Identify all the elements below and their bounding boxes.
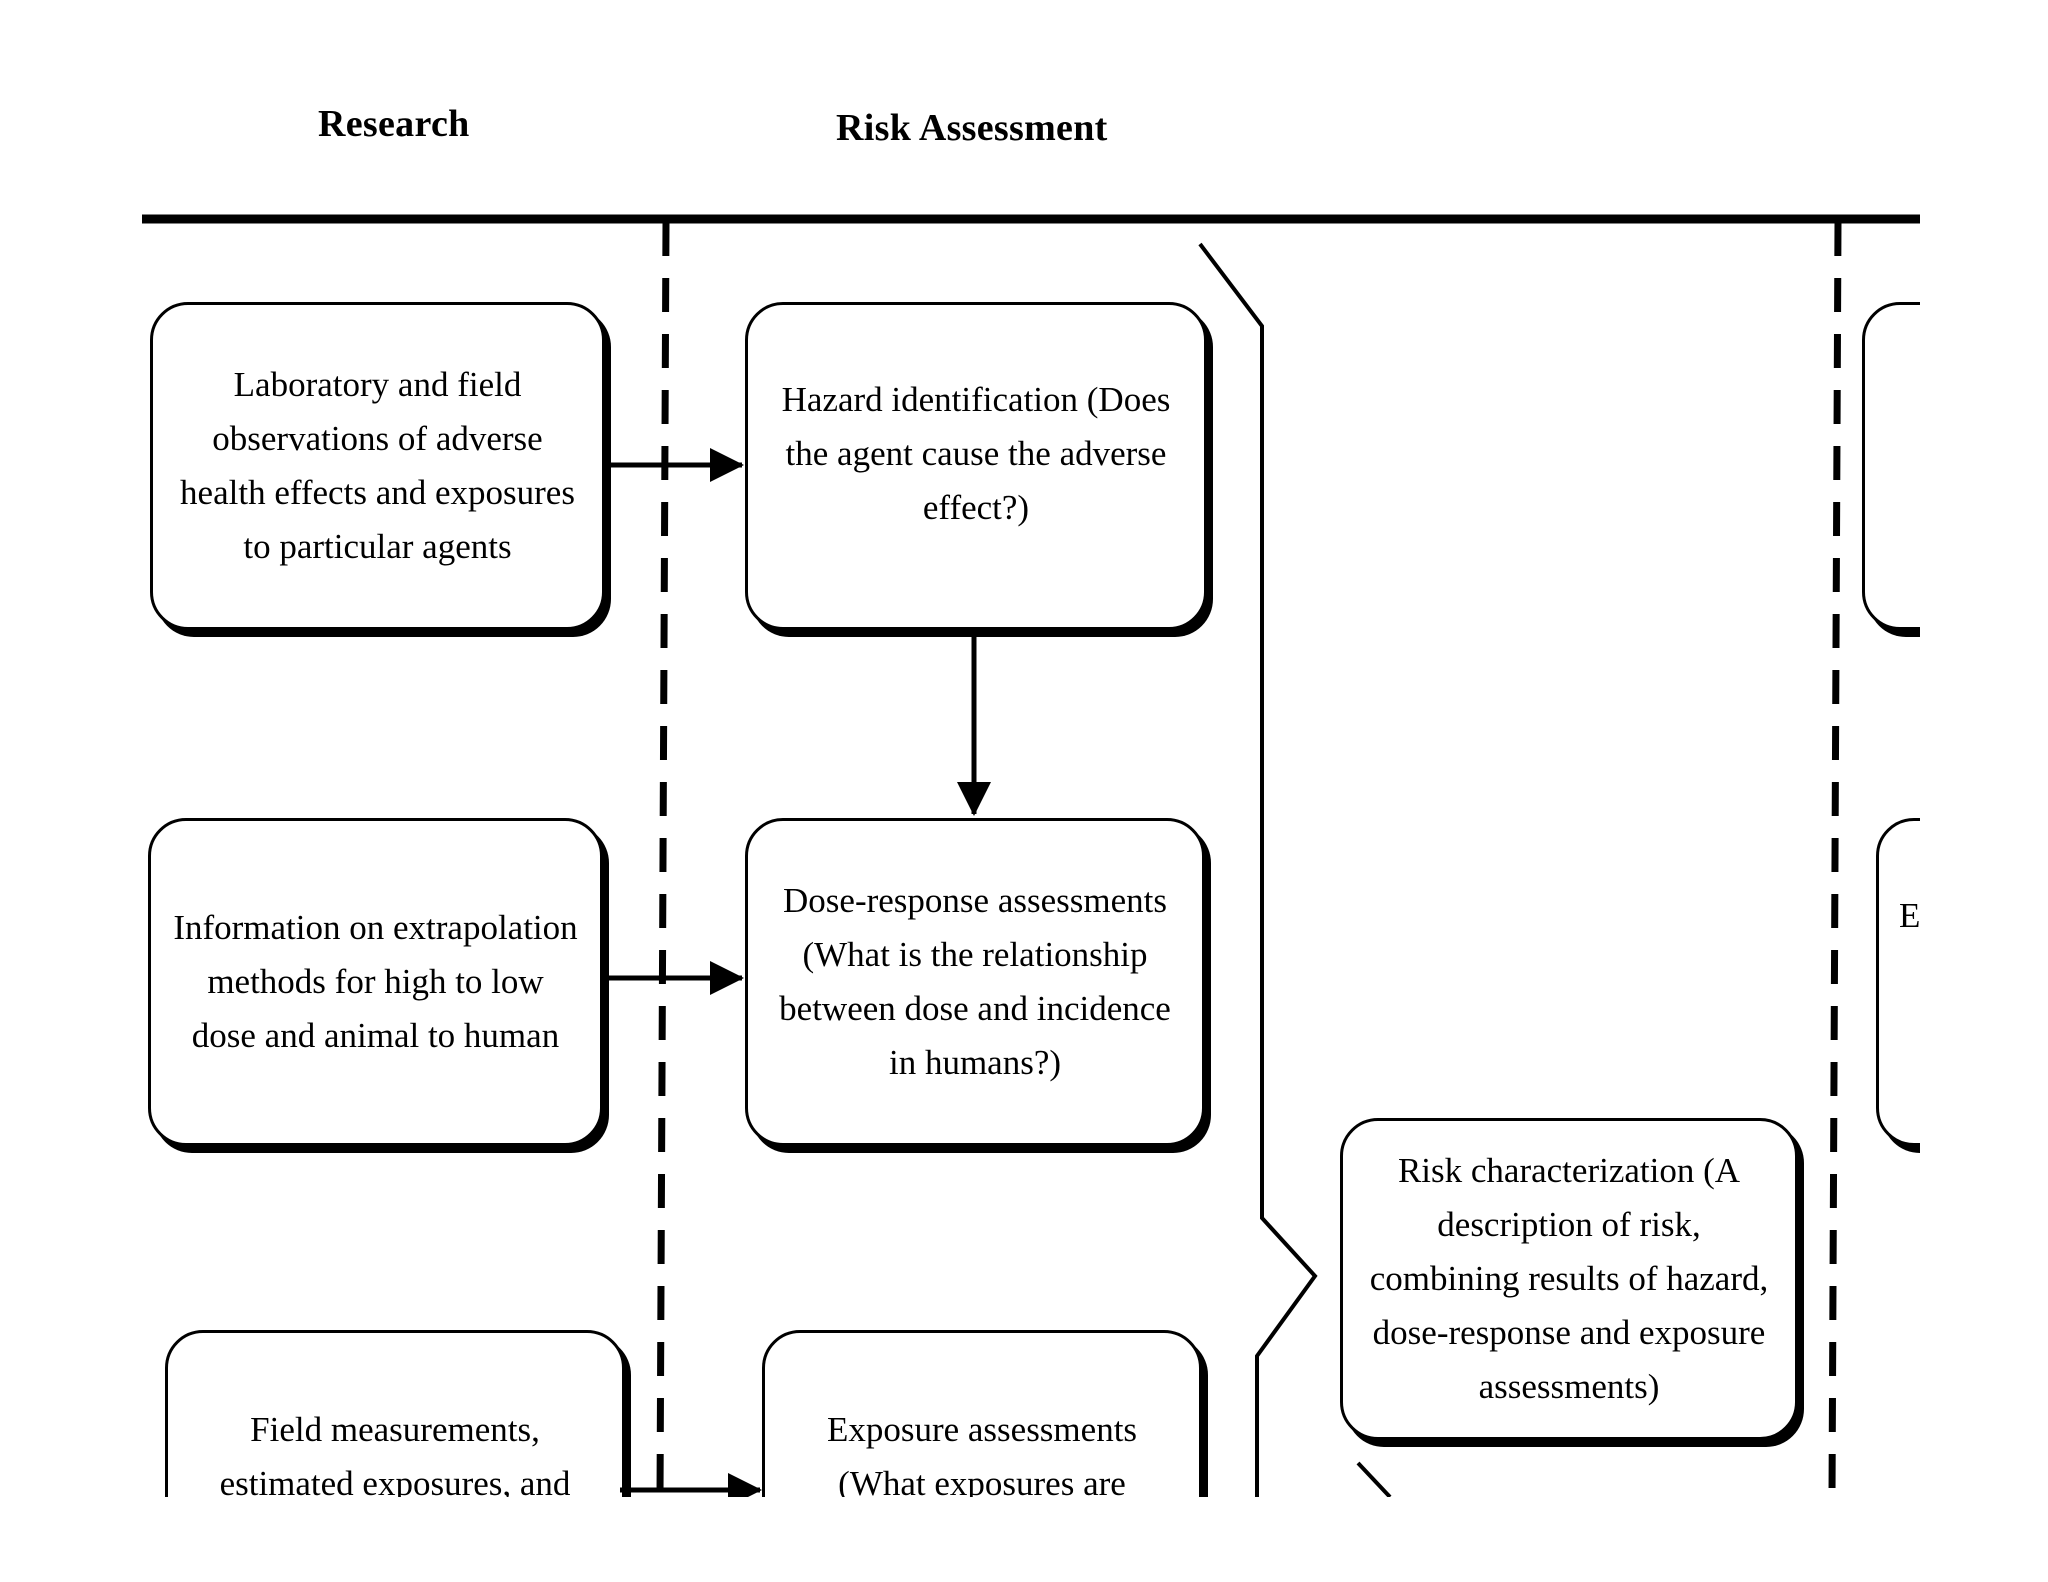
extrapolation-info-box: Information on extrapolation methods for… (148, 818, 603, 1146)
cut-off-box-text: E (1899, 896, 1921, 935)
hazard-identification-box: Hazard identification (Does the agent ca… (745, 302, 1207, 630)
bottom-crop-mask (0, 1497, 2048, 1582)
right-crop-mask (1920, 0, 2048, 1582)
risk-characterization-text: Risk characterization (A description of … (1369, 1151, 1769, 1406)
research-column-header: Research (318, 103, 470, 145)
lab-observations-text: Laboratory and field observations of adv… (180, 365, 575, 566)
assessment-management-dashed-separator (1828, 221, 1842, 1498)
extrapolation-info-text: Information on extrapolation methods for… (173, 908, 578, 1055)
dose-response-text: Dose-response assessments (What is the r… (779, 881, 1171, 1082)
dose-response-box: Dose-response assessments (What is the r… (745, 818, 1205, 1146)
field-measurements-text: Field measurements, estimated exposures,… (219, 1410, 571, 1503)
assessment-bracket (1198, 242, 1318, 1497)
risk-assessment-column-header: Risk Assessment (836, 107, 1108, 149)
research-assessment-dashed-separator (656, 221, 670, 1498)
hazard-identification-text: Hazard identification (Does the agent ca… (781, 380, 1171, 527)
risk-characterization-box: Risk characterization (A description of … (1340, 1118, 1798, 1440)
exposure-assessment-text: Exposure assessments (What exposures are (826, 1410, 1138, 1503)
risk-characterization-lower-line (1356, 1461, 1392, 1499)
lab-observations-box: Laboratory and field observations of adv… (150, 302, 605, 630)
